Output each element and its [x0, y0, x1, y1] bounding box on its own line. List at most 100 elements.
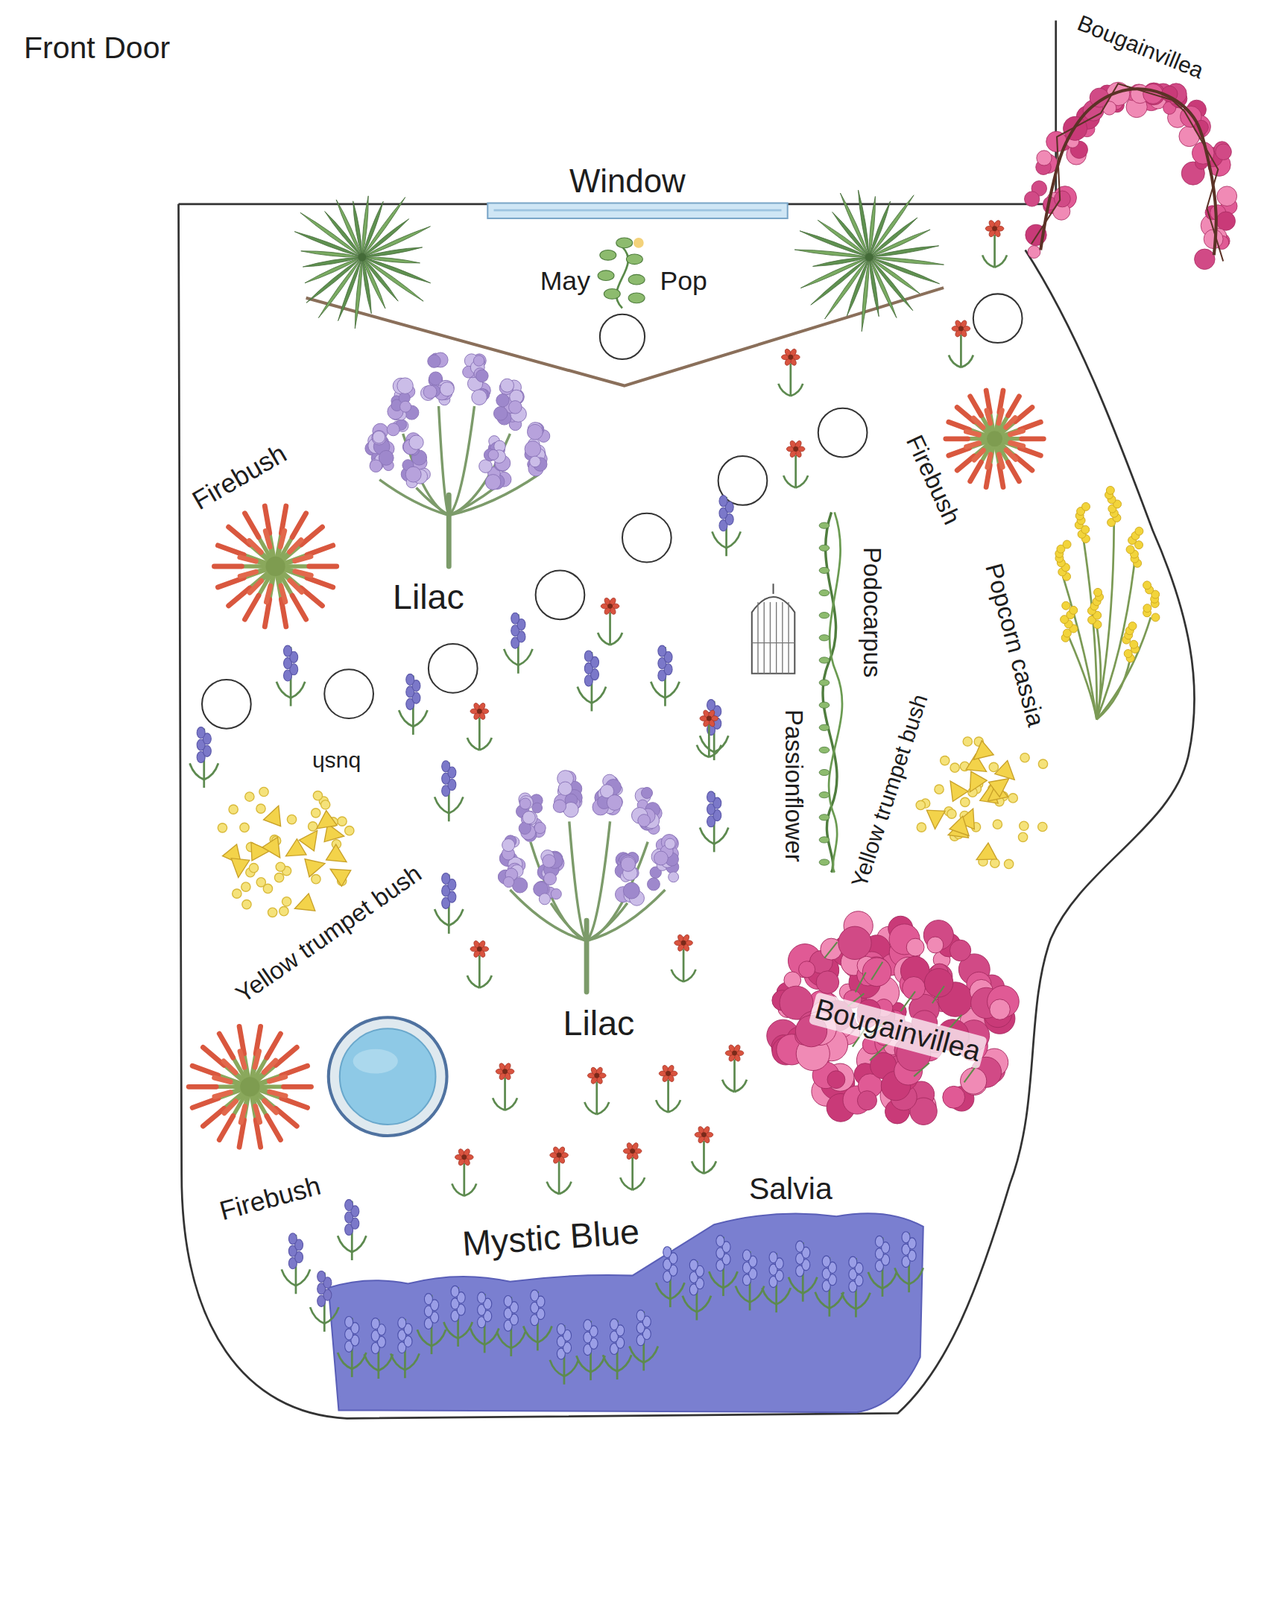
cassia-flower — [1062, 601, 1071, 610]
firebush-flower — [292, 595, 306, 620]
lavender-leaf — [404, 1353, 419, 1370]
palm-tree — [294, 196, 431, 329]
red-flower — [948, 319, 974, 368]
vine-leaf — [603, 289, 621, 300]
flower-leaf — [597, 632, 610, 645]
flower-leaf — [734, 1079, 747, 1092]
firebush-flower — [228, 588, 250, 606]
lavender-leaf — [470, 1328, 485, 1346]
birdcage-hook — [772, 583, 775, 594]
flower-leaf — [790, 383, 803, 396]
firebush-flower — [973, 418, 984, 428]
lilac-blossom — [532, 802, 543, 814]
lavender-spike — [761, 1252, 791, 1313]
flower-leaf — [451, 1183, 464, 1196]
red-flower — [467, 702, 492, 750]
lavender-spike — [602, 1319, 632, 1380]
plant-label: Yellow trumpet bush — [845, 687, 934, 893]
firebush-flower — [248, 541, 261, 553]
lavender-flower — [371, 1318, 380, 1330]
bougainvillea-bract — [1024, 191, 1040, 207]
lavender-flower — [288, 1233, 297, 1245]
firebush-flower — [295, 556, 311, 562]
lavender-flower — [345, 1199, 354, 1212]
firebush-flower — [280, 530, 284, 547]
lilac-blossom — [493, 406, 508, 422]
maypop-flower — [633, 237, 644, 249]
red-flower — [467, 939, 492, 988]
flower-stem — [993, 234, 996, 268]
firebush-flower — [307, 545, 334, 556]
lavender-leaf — [909, 1267, 924, 1285]
lilac-blossom — [476, 369, 489, 383]
lavender-flower — [719, 495, 728, 507]
palm-frond — [336, 199, 363, 258]
stepping-stone — [599, 314, 645, 360]
lavender-leaf — [290, 681, 305, 699]
cassia-flower — [1151, 613, 1160, 622]
lilac-blossom — [534, 822, 546, 834]
lavender-leaf — [617, 1354, 632, 1372]
trumpet-bud — [281, 897, 291, 907]
lavender-leaf — [351, 1235, 366, 1253]
flower-stem — [631, 1157, 634, 1191]
trumpet-bud — [256, 877, 266, 887]
lilac-blossom — [423, 385, 437, 399]
flower-stem — [478, 717, 481, 751]
birdcage-bar — [763, 602, 765, 674]
flower-leaf — [632, 1177, 645, 1190]
palm-frond — [362, 257, 372, 314]
palm-frond — [869, 257, 879, 317]
trumpet-bush — [217, 787, 355, 917]
cassia-branch — [1096, 624, 1101, 720]
lavender-flower — [583, 1319, 592, 1332]
lilac-trunk — [584, 920, 590, 992]
firebush-center — [265, 556, 285, 577]
lilac-blossom — [553, 799, 566, 813]
vine-leaf — [819, 612, 830, 619]
lilac-blossom — [439, 382, 454, 397]
bougainvillea-bract — [1191, 142, 1215, 165]
lilac-blossom — [620, 857, 636, 872]
bougainvillea-bract — [949, 939, 971, 961]
vine-stem — [616, 246, 629, 308]
firebush-flower — [264, 1100, 277, 1112]
flower-center — [593, 1073, 600, 1079]
flower-leaf — [620, 1177, 633, 1190]
lilac-blossom — [522, 811, 536, 825]
plant-label: Bougainvillea — [808, 991, 988, 1070]
flower-leaf — [547, 1182, 559, 1194]
trumpet-bud — [1020, 753, 1030, 763]
firebush-flower — [249, 580, 261, 593]
cassia-branch — [1069, 637, 1098, 720]
flower-center — [476, 946, 483, 952]
lavender-spike — [894, 1231, 923, 1293]
birdcage — [752, 596, 795, 674]
lavender-leaf — [537, 1325, 552, 1343]
trumpet-flower — [942, 775, 969, 802]
lavender-flower — [663, 1246, 672, 1259]
lilac-branch — [530, 842, 587, 942]
lavender-flower — [441, 872, 451, 884]
firebush-shrub — [945, 390, 1044, 487]
vine-leaf — [819, 679, 830, 686]
vine-leaf — [599, 249, 617, 261]
bougainvillea-bract — [1027, 245, 1041, 259]
firebush-center — [239, 1076, 260, 1097]
palm-frond — [353, 201, 363, 258]
lavender-leaf — [448, 796, 463, 814]
stepping-stone — [324, 669, 374, 719]
firebush-flower — [202, 1047, 224, 1066]
palm-frond — [869, 245, 939, 258]
flower-leaf — [467, 975, 480, 988]
bed-outline — [178, 204, 1195, 1419]
lavender-flower — [636, 1310, 645, 1322]
bougainvillea-bract — [906, 938, 925, 957]
trumpet-bud — [989, 762, 998, 772]
vine-leaf — [819, 724, 830, 731]
firebush-flower — [192, 1098, 219, 1109]
vine-stem — [828, 512, 843, 872]
flower-center — [991, 225, 998, 232]
flower-center — [476, 708, 483, 714]
firebush-flower — [970, 396, 982, 416]
